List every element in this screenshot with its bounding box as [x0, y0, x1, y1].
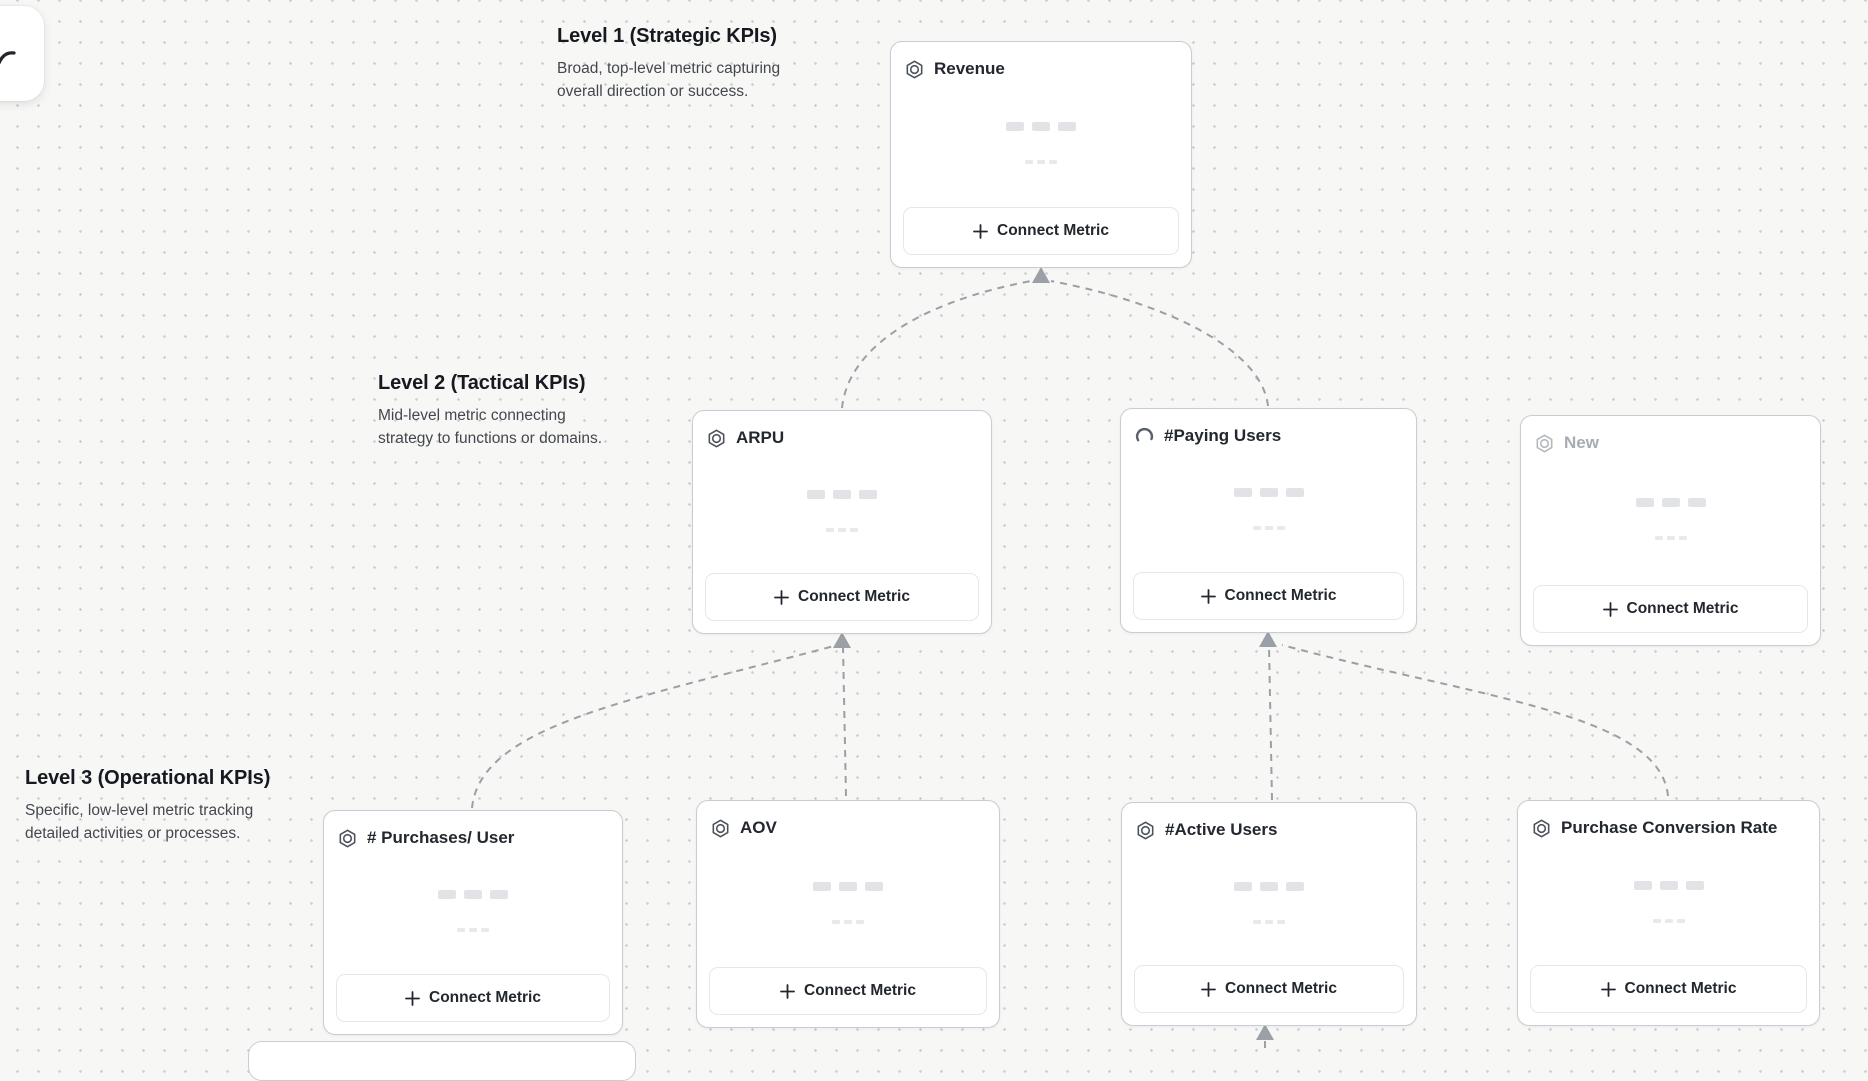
- metric-card-purchase-conversion-rate[interactable]: Purchase Conversion Rate Connect Metric: [1517, 800, 1820, 1026]
- level-3-label: Level 3 (Operational KPIs) Specific, low…: [25, 767, 270, 845]
- metric-card-arpu[interactable]: ARPU Connect Metric: [692, 410, 992, 634]
- metric-card-title: #Paying Users: [1164, 426, 1282, 445]
- connect-metric-button[interactable]: Connect Metric: [1134, 965, 1404, 1013]
- skeleton-dashes: [1253, 919, 1285, 924]
- connect-metric-button[interactable]: Connect Metric: [1133, 572, 1404, 620]
- skeleton-dashes: [832, 919, 864, 924]
- metric-card-paying-users[interactable]: #Paying Users Connect Metric: [1120, 408, 1417, 633]
- metric-hexagon-icon: [905, 59, 924, 79]
- metric-hexagon-icon: [1535, 433, 1554, 453]
- connector-paying-users-to-revenue: [1050, 280, 1269, 407]
- level-3-description: Specific, low-level metric tracking deta…: [25, 802, 254, 842]
- metric-card-title: #Active Users: [1165, 820, 1278, 839]
- level-2-label: Level 2 (Tactical KPIs) Mid-level metric…: [378, 372, 602, 450]
- loading-spinner-icon: [1135, 427, 1154, 446]
- skeleton-dashes: [1252, 526, 1285, 530]
- level-3-heading: Level 3 (Operational KPIs): [25, 767, 271, 789]
- connector-pcr-to-paying-users: [1281, 644, 1669, 797]
- metric-placeholder: [903, 79, 1179, 207]
- connect-metric-button[interactable]: Connect Metric: [705, 573, 979, 621]
- connector-purchases-to-arpu: [471, 645, 835, 809]
- level-1-description: Broad, top-level metric capturing overal…: [557, 60, 781, 100]
- skeleton-bars: [1633, 880, 1704, 890]
- metric-card-title: # Purchases/ User: [367, 828, 515, 847]
- metric-card-revenue[interactable]: Revenue Connect Metric: [890, 41, 1192, 268]
- metric-hexagon-icon: [338, 828, 357, 848]
- skeleton-bars: [1233, 488, 1304, 497]
- metric-placeholder: [1533, 453, 1808, 585]
- skeleton-dashes: [826, 527, 858, 532]
- metric-card-title: ARPU: [736, 428, 785, 447]
- metric-hexagon-icon: [1136, 820, 1155, 840]
- cursor-icon: [0, 51, 16, 65]
- plus-icon: [405, 990, 420, 1006]
- connect-metric-button[interactable]: Connect Metric: [336, 974, 610, 1022]
- skeleton-dashes: [1654, 536, 1687, 540]
- connector-arpu-to-revenue: [841, 280, 1032, 409]
- metric-card-aov[interactable]: AOV Connect Metric: [696, 800, 1000, 1028]
- connect-metric-button[interactable]: Connect Metric: [709, 967, 987, 1015]
- metric-card-title: AOV: [740, 818, 777, 837]
- metric-hexagon-icon: [1532, 818, 1551, 838]
- metric-card-purchases-per-user[interactable]: # Purchases/ User Connect Metric: [323, 810, 623, 1035]
- metric-placeholder: [336, 848, 610, 974]
- plus-icon: [1600, 981, 1616, 997]
- metric-card-title: Purchase Conversion Rate: [1561, 818, 1778, 837]
- skeleton-dashes: [1652, 918, 1685, 923]
- plus-icon: [1602, 601, 1618, 617]
- metric-card-partial-bottom[interactable]: [248, 1041, 636, 1081]
- skeleton-bars: [813, 881, 883, 891]
- skeleton-bars: [1234, 881, 1304, 891]
- skeleton-bars: [1635, 498, 1706, 507]
- arrowhead-paying-users: [1259, 631, 1277, 647]
- metric-card-title: New: [1564, 433, 1599, 452]
- arrowhead-active-users: [1256, 1024, 1274, 1040]
- connect-metric-button[interactable]: Connect Metric: [1530, 965, 1807, 1013]
- arrowhead-revenue: [1032, 267, 1050, 283]
- level-2-heading: Level 2 (Tactical KPIs): [378, 372, 586, 394]
- connect-metric-button[interactable]: Connect Metric: [1533, 585, 1808, 633]
- arrowhead-arpu: [833, 632, 851, 648]
- metric-placeholder: [709, 838, 987, 967]
- connect-metric-button[interactable]: Connect Metric: [903, 207, 1179, 255]
- plus-icon: [774, 589, 789, 605]
- skeleton-bars: [438, 890, 508, 899]
- connector-active-users-to-paying-users: [1268, 644, 1273, 801]
- plus-icon: [1200, 588, 1216, 604]
- metric-card-new[interactable]: New Connect Metric: [1520, 415, 1821, 646]
- skeleton-dashes: [457, 928, 489, 932]
- metric-placeholder: [1530, 838, 1807, 965]
- metric-placeholder: [1133, 446, 1404, 572]
- level-1-label: Level 1 (Strategic KPIs) Broad, top-leve…: [557, 25, 780, 103]
- metric-hexagon-icon: [711, 818, 730, 838]
- metric-placeholder: [1134, 840, 1404, 965]
- skeleton-dashes: [1025, 160, 1057, 164]
- skeleton-bars: [1006, 122, 1076, 131]
- level-1-heading: Level 1 (Strategic KPIs): [557, 25, 777, 47]
- plus-icon: [780, 983, 795, 999]
- metric-placeholder: [705, 448, 979, 573]
- level-2-description: Mid-level metric connecting strategy to …: [378, 407, 603, 447]
- metric-card-active-users[interactable]: #Active Users Connect Metric: [1121, 802, 1417, 1026]
- skeleton-bars: [807, 489, 877, 499]
- metric-hexagon-icon: [707, 428, 726, 448]
- plus-icon: [973, 223, 988, 239]
- toolbar-button-partial[interactable]: [0, 6, 44, 101]
- metric-card-title: Revenue: [934, 59, 1005, 78]
- connector-layer: [471, 267, 1669, 1048]
- plus-icon: [1201, 981, 1216, 997]
- connector-aov-to-arpu: [842, 645, 847, 797]
